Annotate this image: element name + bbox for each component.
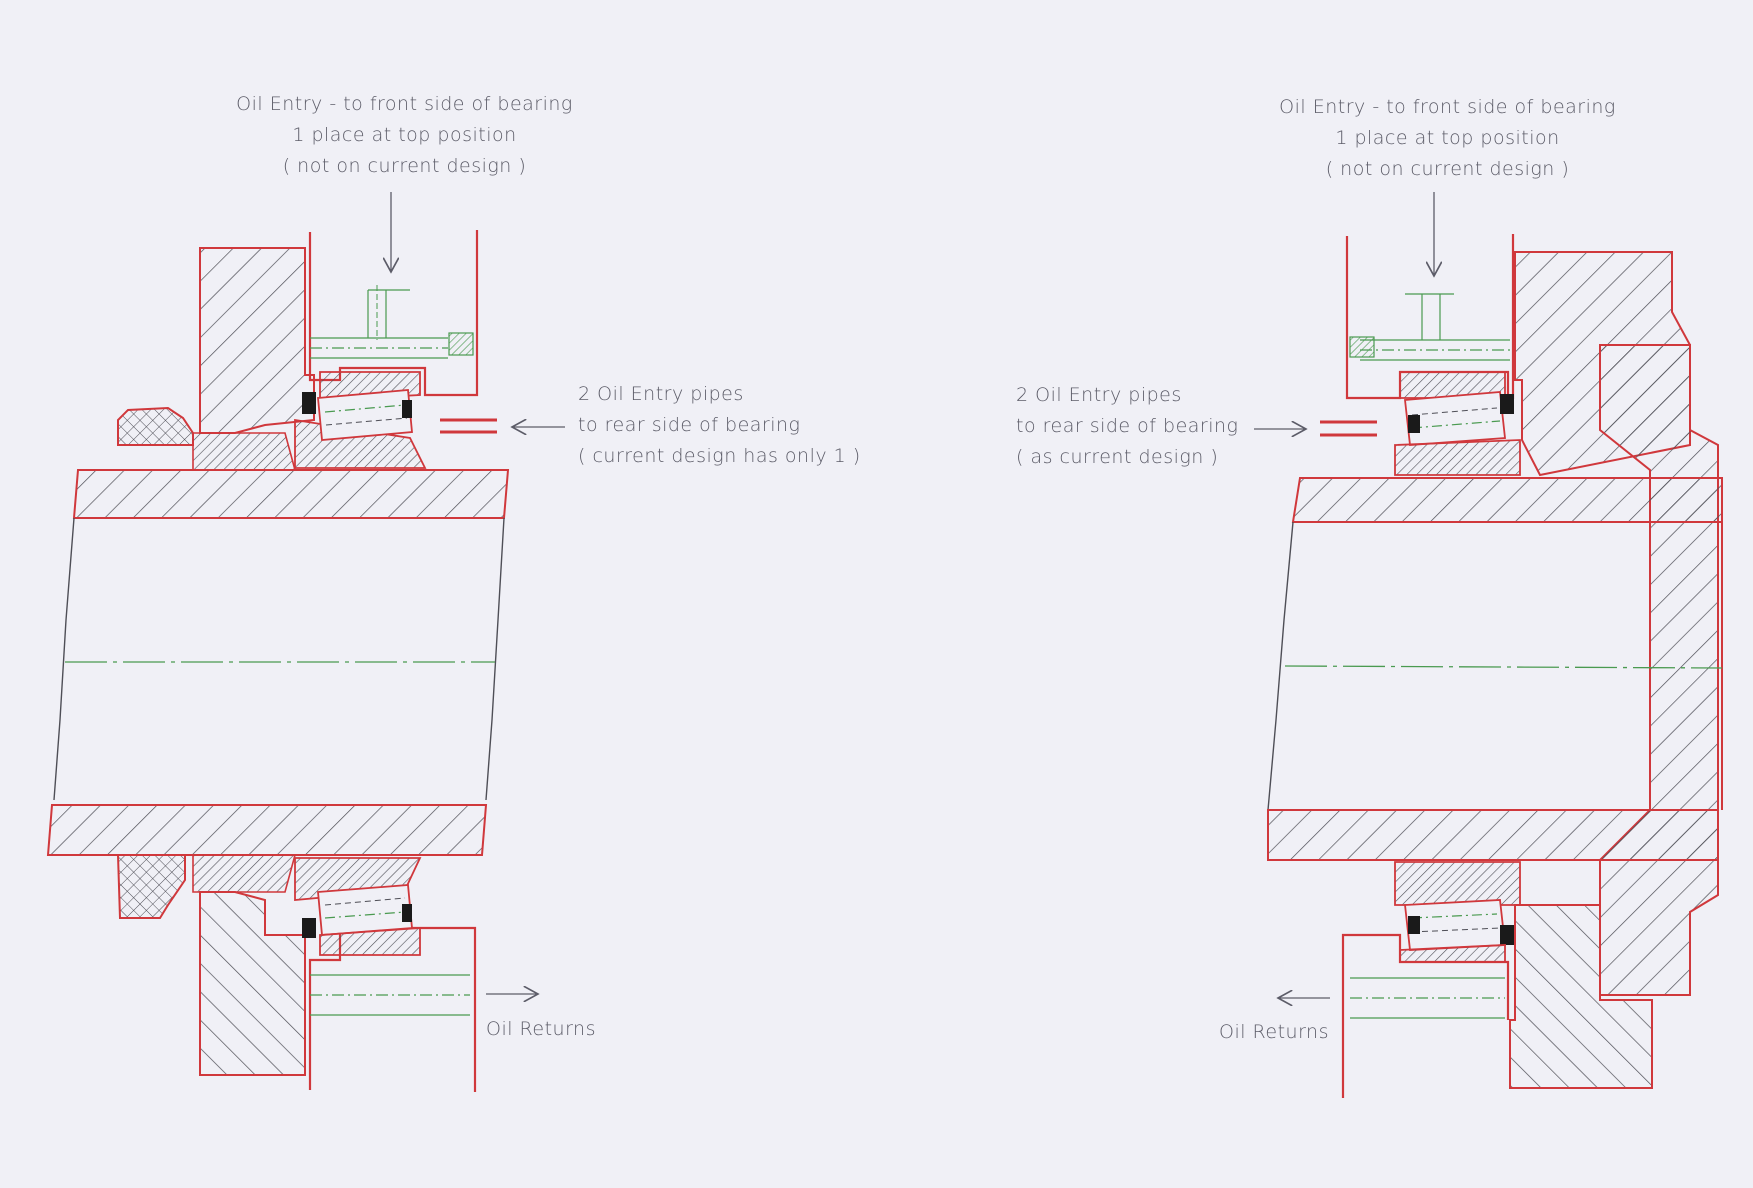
left-lower-bearing-cup (319, 927, 421, 956)
right-lower-bearing-cone (1394, 861, 1521, 906)
right-lower-frame (1341, 933, 1510, 1098)
right-bearing-section (1254, 192, 1723, 1098)
left-lower-seal (116, 854, 186, 919)
left-return-note: Oil Returns (486, 1018, 596, 1040)
left-upper-frame (308, 230, 479, 397)
right-side-note-line2: to rear side of bearing (1016, 415, 1239, 437)
left-side-note-line1: 2 Oil Entry pipes (578, 383, 744, 405)
right-centerline (1284, 665, 1723, 669)
right-bore-outline (1267, 521, 1294, 811)
right-top-note-line3: ( not on current design ) (1325, 158, 1570, 180)
left-top-note-line3: ( not on current design ) (282, 155, 527, 177)
right-side-note-line1: 2 Oil Entry pipes (1016, 384, 1182, 406)
right-top-note-line2: 1 place at top position (1335, 127, 1560, 149)
left-top-note: Oil Entry - to front side of bearing 1 p… (202, 89, 607, 182)
right-lower-shaft-wall (1267, 809, 1719, 861)
left-top-note-line1: Oil Entry - to front side of bearing (236, 93, 573, 115)
left-top-note-line2: 1 place at top position (292, 124, 517, 146)
left-lower-spacer (192, 854, 297, 893)
left-side-note-line2: to rear side of bearing (578, 414, 801, 436)
right-side-note-line3: ( as current design ) (1016, 446, 1219, 468)
left-bearing-section (46, 192, 565, 1092)
left-bore-outline (53, 517, 505, 801)
right-side-note: 2 Oil Entry pipes to rear side of bearin… (1016, 380, 1238, 473)
left-side-note: 2 Oil Entry pipes to rear side of bearin… (578, 379, 861, 472)
left-upper-seal (117, 406, 194, 446)
left-upper-roller (317, 389, 413, 441)
right-return-note: Oil Returns (1219, 1021, 1329, 1043)
left-lower-shaft-wall (46, 804, 488, 856)
right-top-note: Oil Entry - to front side of bearing 1 p… (1245, 92, 1650, 185)
right-lower-housing (1509, 904, 1653, 1089)
right-upper-shaft-wall (1291, 477, 1723, 523)
left-upper-spacer (192, 432, 297, 471)
right-flange (1599, 344, 1719, 996)
left-lower-housing (199, 891, 306, 1076)
left-upper-housing (199, 247, 315, 434)
left-upper-shaft-wall (72, 469, 510, 519)
right-upper-bearing-cone (1394, 439, 1521, 476)
left-side-note-line3: ( current design has only 1 ) (578, 445, 861, 467)
left-lower-roller (317, 884, 413, 936)
right-top-note-line1: Oil Entry - to front side of bearing (1279, 96, 1616, 118)
